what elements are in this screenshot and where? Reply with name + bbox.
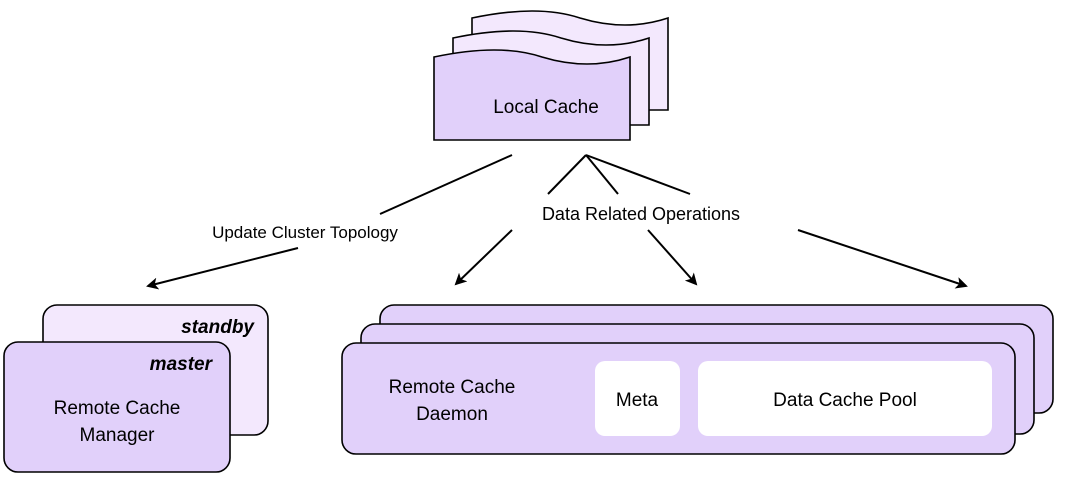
update-topology-line-upper <box>379 154 513 215</box>
data-ops-arrow-right <box>797 229 968 289</box>
meta-label: Meta <box>616 390 659 411</box>
data-cache-pool-box <box>698 361 992 436</box>
edge-data-operations: Data Related Operations <box>454 154 968 289</box>
data-ops-arrow-left <box>454 229 513 286</box>
update-topology-label: Update Cluster Topology <box>212 223 398 242</box>
daemon-name-line2: Daemon <box>416 404 488 425</box>
data-ops-line-right <box>585 154 691 195</box>
data-ops-line-mid <box>585 154 619 195</box>
manager-master-box <box>3 341 231 473</box>
manager-master-label: master <box>150 354 214 375</box>
remote-cache-daemon-stack: Remote Cache Daemon Meta Data Cache Pool <box>341 304 1054 455</box>
local-cache-label: Local Cache <box>493 97 599 118</box>
edge-update-topology: Update Cluster Topology <box>146 154 513 290</box>
data-ops-label: Data Related Operations <box>542 204 740 224</box>
local-cache-front-sheet <box>433 49 631 141</box>
manager-name-line2: Manager <box>80 425 156 446</box>
daemon-name-line1: Remote Cache <box>389 377 516 398</box>
remote-cache-manager: standby master Remote Cache Manager <box>3 304 269 473</box>
data-ops-arrow-mid <box>647 229 698 286</box>
manager-standby-label: standby <box>181 317 255 338</box>
data-ops-line-left <box>547 154 587 195</box>
local-cache-stack: Local Cache <box>433 10 669 141</box>
data-cache-pool-label: Data Cache Pool <box>773 390 917 411</box>
manager-name-line1: Remote Cache <box>54 398 181 419</box>
update-topology-arrow <box>146 247 299 290</box>
meta-box <box>595 361 680 436</box>
